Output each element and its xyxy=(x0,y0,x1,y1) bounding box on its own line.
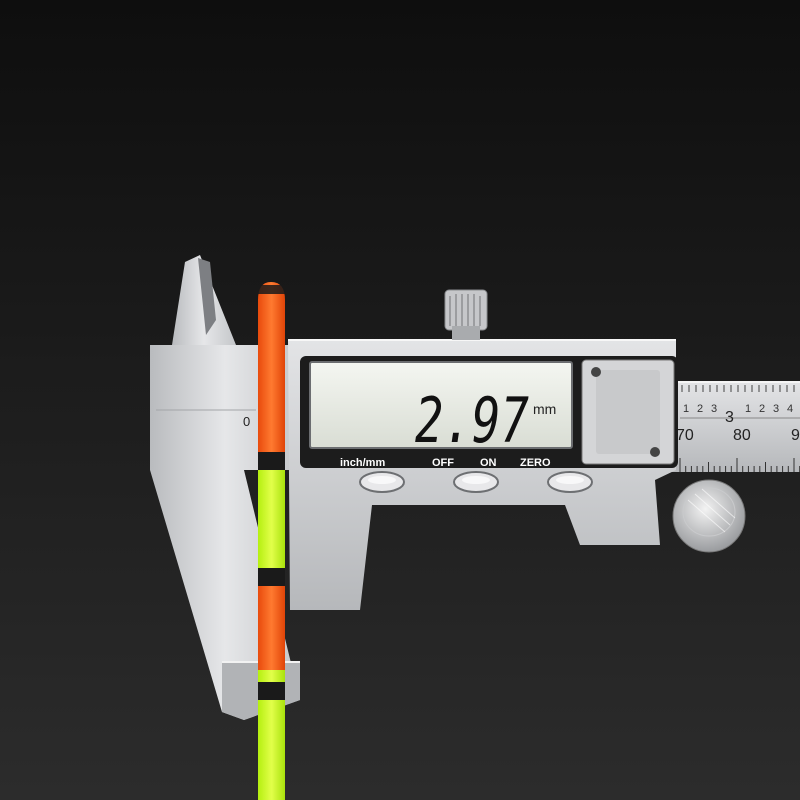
inch-number: 1 xyxy=(683,403,689,415)
inch-big-number: 3 xyxy=(725,409,734,426)
jaw-mark: 0 xyxy=(243,414,250,429)
off-label: OFF xyxy=(432,457,454,469)
inch-number: 2 xyxy=(697,403,703,415)
zero-label: ZERO xyxy=(520,457,551,469)
lcd-display: 2.97 mm xyxy=(309,361,573,457)
ruler-ticks xyxy=(679,385,800,472)
on-label: ON xyxy=(480,457,497,469)
scale-number: 70 xyxy=(676,427,694,444)
scale-number: 80 xyxy=(733,427,751,444)
main-beam: 1 2 3 3 1 2 3 4 70 80 9 xyxy=(660,381,800,472)
scale-number: 9 xyxy=(791,427,800,444)
lcd-unit: mm xyxy=(533,401,556,417)
lcd-reading: 2.97 xyxy=(415,384,529,457)
inch-number: 2 xyxy=(759,403,765,415)
inch-number: 1 xyxy=(745,403,751,415)
inch-number: 3 xyxy=(773,403,779,415)
fishing-float xyxy=(258,282,285,800)
screw-icon xyxy=(650,447,660,457)
inch-mm-label: inch/mm xyxy=(340,457,385,469)
thumb-roller xyxy=(672,479,746,553)
inch-number: 4 xyxy=(787,403,793,415)
off-on-button[interactable] xyxy=(453,471,499,493)
zero-button[interactable] xyxy=(547,471,593,493)
inch-number: 3 xyxy=(711,403,717,415)
inch-mm-button[interactable] xyxy=(359,471,405,493)
screw-icon xyxy=(591,367,601,377)
